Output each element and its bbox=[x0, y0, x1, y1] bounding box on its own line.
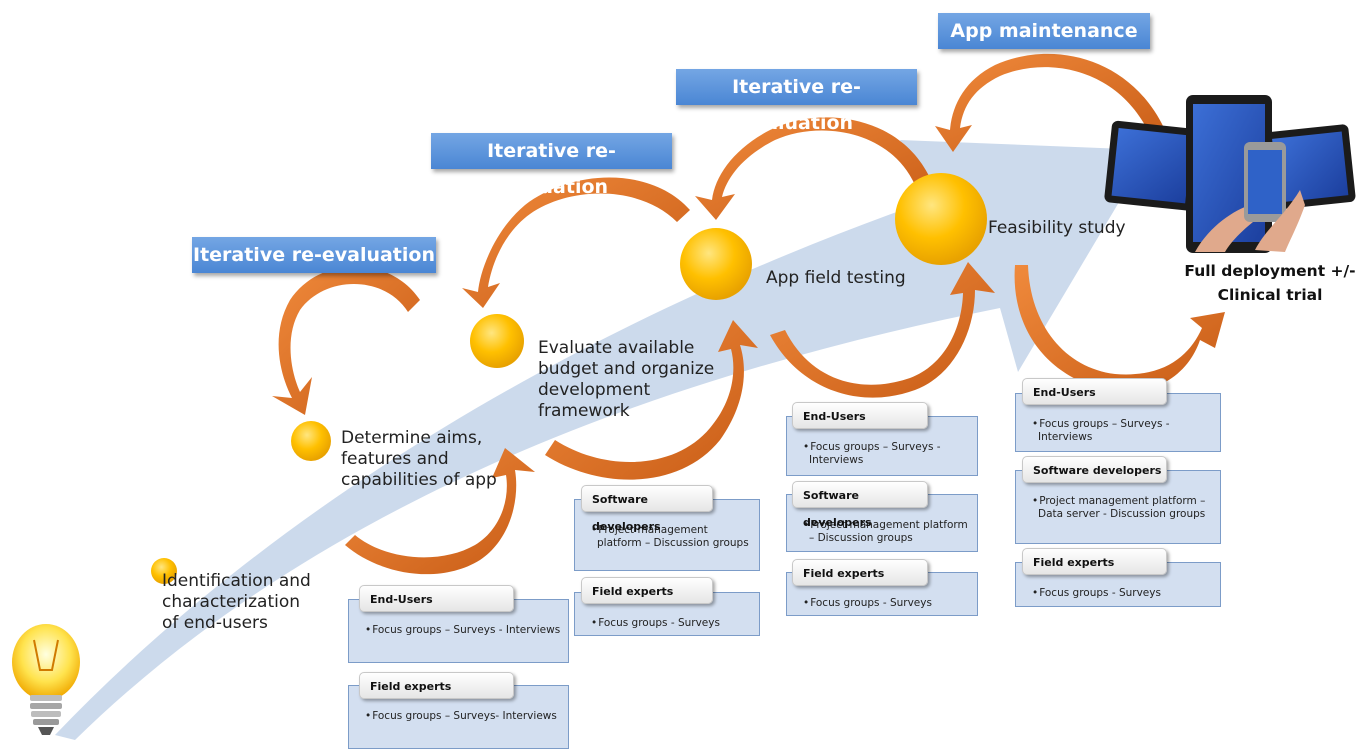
step-node-2 bbox=[291, 421, 331, 461]
stage3-field-experts-header: Field experts bbox=[792, 559, 928, 586]
cycle-arrows-stage2 bbox=[462, 177, 758, 480]
step-label-2: Determine aims, features and capabilitie… bbox=[341, 428, 497, 490]
final-outcome-label: Full deployment +/- Clinical trial bbox=[1172, 259, 1368, 307]
stage1-end-users-header: End-Users bbox=[359, 585, 514, 612]
step-label-1: Identification and characterization of e… bbox=[162, 571, 311, 633]
stage1-field-experts-header: Field experts bbox=[359, 672, 514, 699]
stage3-field-experts-item: Focus groups - Surveys bbox=[803, 597, 971, 610]
step-node-1 bbox=[151, 558, 177, 584]
step-node-3 bbox=[470, 314, 524, 368]
banner-iterative-reevaluation-2: Iterative re-evaluation bbox=[431, 133, 672, 198]
main-progress-arrow bbox=[55, 140, 1150, 740]
stage4-end-users-header: End-Users bbox=[1022, 378, 1167, 405]
stage1-end-users-item: Focus groups – Surveys - Interviews bbox=[365, 624, 562, 637]
stage3-software-developers-item: Project management platform – Discussion… bbox=[803, 519, 971, 545]
stage3-software-developers-header: Software developers bbox=[792, 481, 928, 529]
stage4-field-experts-item: Focus groups - Surveys bbox=[1032, 587, 1214, 600]
cycle-arrows-stage3 bbox=[695, 117, 995, 398]
lightbulb-icon bbox=[12, 624, 80, 735]
banner-iterative-reevaluation-1: Iterative re-evaluation bbox=[192, 237, 436, 273]
stage4-end-users-item: Focus groups – Surveys - Interviews bbox=[1032, 418, 1214, 444]
tablets-smartphone-icon bbox=[1104, 95, 1356, 253]
banner-iterative-reevaluation-3: Iterative re-evaluation bbox=[676, 69, 917, 134]
stage2-field-experts-header: Field experts bbox=[581, 577, 713, 604]
step-node-5 bbox=[895, 173, 987, 265]
step-node-4 bbox=[680, 228, 752, 300]
final-outcome-line1: Full deployment +/- bbox=[1184, 262, 1356, 280]
stage2-software-developers-header: Software developers bbox=[581, 485, 713, 533]
step-label-3: Evaluate available budget and organize d… bbox=[538, 338, 715, 421]
final-outcome-line2: Clinical trial bbox=[1217, 286, 1323, 304]
step-label-5: Feasibility study bbox=[988, 218, 1126, 238]
banner-app-maintenance: App maintenance bbox=[938, 13, 1150, 49]
step-label-4: App field testing bbox=[766, 268, 906, 288]
stage4-field-experts-header: Field experts bbox=[1022, 548, 1167, 575]
stage3-end-users-header: End-Users bbox=[792, 402, 928, 429]
stage4-software-developers-header: Software developers bbox=[1022, 456, 1167, 483]
stage1-field-experts-item: Focus groups – Surveys- Interviews bbox=[365, 710, 562, 723]
stage3-end-users-item: Focus groups – Surveys - Interviews bbox=[803, 441, 971, 467]
stage2-field-experts-item: Focus groups - Surveys bbox=[591, 617, 753, 630]
stage4-software-developers-item: Project management platform – Data serve… bbox=[1032, 495, 1214, 521]
cycle-arrows-stage4 bbox=[935, 53, 1225, 392]
stage2-software-developers-item: Project management platform – Discussion… bbox=[591, 524, 753, 550]
cycle-arrows-stage1 bbox=[272, 266, 535, 575]
